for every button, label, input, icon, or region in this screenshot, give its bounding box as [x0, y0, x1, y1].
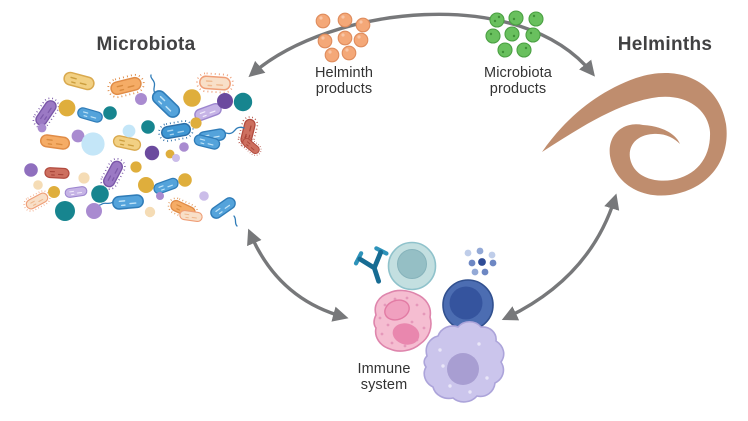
- arrows: [247, 12, 620, 322]
- immune-system-label-line2: system: [360, 376, 408, 393]
- bacterium-rod-icon: [29, 94, 63, 132]
- product-dot: [324, 47, 340, 63]
- bacterium-coccus-icon: [156, 192, 164, 200]
- bacterium-coccus-icon: [91, 185, 109, 203]
- bacterium-coccus-icon: [190, 117, 202, 129]
- bacterium-coccus-icon: [172, 154, 180, 162]
- bacterium-rod-icon: [62, 70, 96, 92]
- bacterium-rod-icon: [178, 209, 204, 223]
- bacterium-coccus-icon: [24, 163, 38, 177]
- bacterium-rod-icon: [208, 195, 238, 221]
- bacterium-coccus-icon: [81, 132, 105, 156]
- immune-system-label: Immune system: [329, 361, 439, 393]
- product-dot: [315, 13, 331, 29]
- product-dot: [528, 11, 544, 27]
- product-dot: [485, 28, 501, 44]
- bacterium-coccus-icon: [37, 123, 47, 133]
- product-dot: [317, 33, 333, 49]
- bacterium-rod-icon: [39, 133, 71, 151]
- bacterium-coccus-icon: [233, 92, 253, 112]
- macrophage-cell: [423, 320, 505, 403]
- product-dot: [355, 17, 371, 33]
- bacterium-coccus-icon: [103, 106, 117, 120]
- helminth-products-label: Helminth products: [289, 65, 399, 97]
- antibody-icon: [353, 246, 389, 284]
- arrow-microbiota-helminths: [248, 12, 595, 78]
- bacterium-coccus-icon: [199, 191, 209, 201]
- bacterium-rod-icon: [195, 72, 235, 94]
- product-dot: [353, 32, 369, 48]
- bacterium-coccus-icon: [217, 93, 233, 109]
- teal-lymphocyte-cell: [387, 241, 437, 291]
- bacterium-coccus-icon: [144, 145, 160, 161]
- bacterium-coccus-icon: [183, 89, 201, 107]
- bacterium-coccus-icon: [135, 93, 147, 105]
- microbiota-products-label-line1: Microbiota: [484, 65, 552, 81]
- microbiota-illustration: [21, 70, 264, 227]
- arrow-helminths-immune: [501, 193, 620, 321]
- bacterium-rod-icon: [151, 176, 181, 196]
- bacterium-coccus-icon: [130, 161, 142, 173]
- bacterium-rod-icon: [21, 187, 53, 215]
- bacterium-rod-icon: [157, 118, 195, 144]
- bacterium-coccus-icon: [48, 186, 60, 198]
- bacterium-coccus-icon: [138, 177, 154, 193]
- immune-cells-illustration: [353, 241, 505, 403]
- bacterium-rod-icon: [44, 166, 70, 180]
- bacterium-coccus-icon: [178, 173, 192, 187]
- helminth-products-label-line2: products: [315, 80, 373, 97]
- bacterium-coccus-icon: [55, 201, 75, 221]
- bacterium-coccus-icon: [122, 124, 136, 138]
- bacterium-rod-icon: [76, 106, 104, 124]
- product-dot: [516, 42, 532, 58]
- arrow-microbiota-immune: [247, 228, 349, 322]
- product-dot: [497, 42, 513, 58]
- microbiota-title: Microbiota: [96, 34, 196, 55]
- blue-lymphocyte-cell: [442, 279, 494, 331]
- microbiota-products-dots: [485, 10, 544, 58]
- bacterium-coccus-icon: [179, 142, 189, 152]
- product-dot: [504, 26, 520, 42]
- bacterium-coccus-icon: [144, 206, 156, 218]
- bacterium-rod-icon: [111, 134, 143, 152]
- bacterium-coccus-icon: [33, 180, 43, 190]
- bacterium-coccus-icon: [141, 120, 155, 134]
- helminths-title: Helminths: [617, 34, 713, 55]
- bacterium-rod-icon: [111, 193, 145, 211]
- immune-system-label-line1: Immune: [357, 361, 411, 377]
- eosinophil-cell: [373, 289, 432, 352]
- product-dot: [508, 10, 524, 26]
- helminth-products-label-line1: Helminth: [314, 65, 373, 81]
- cytokine-dots: [464, 247, 497, 276]
- helminth-products-dots: [315, 12, 371, 63]
- bacterium-rod-icon: [64, 185, 88, 199]
- product-dot: [489, 12, 505, 28]
- bacterium-coccus-icon: [78, 172, 90, 184]
- product-dot: [337, 12, 353, 28]
- bacterium-coccus-icon: [58, 99, 76, 117]
- microbiota-products-label-line2: products: [489, 80, 547, 97]
- bacterium-coccus-icon: [86, 203, 102, 219]
- microbiota-products-label: Microbiota products: [463, 65, 573, 97]
- helminth-worm-icon: [542, 72, 727, 196]
- product-dot: [525, 27, 541, 43]
- product-dot: [341, 45, 357, 61]
- product-dot: [337, 30, 353, 46]
